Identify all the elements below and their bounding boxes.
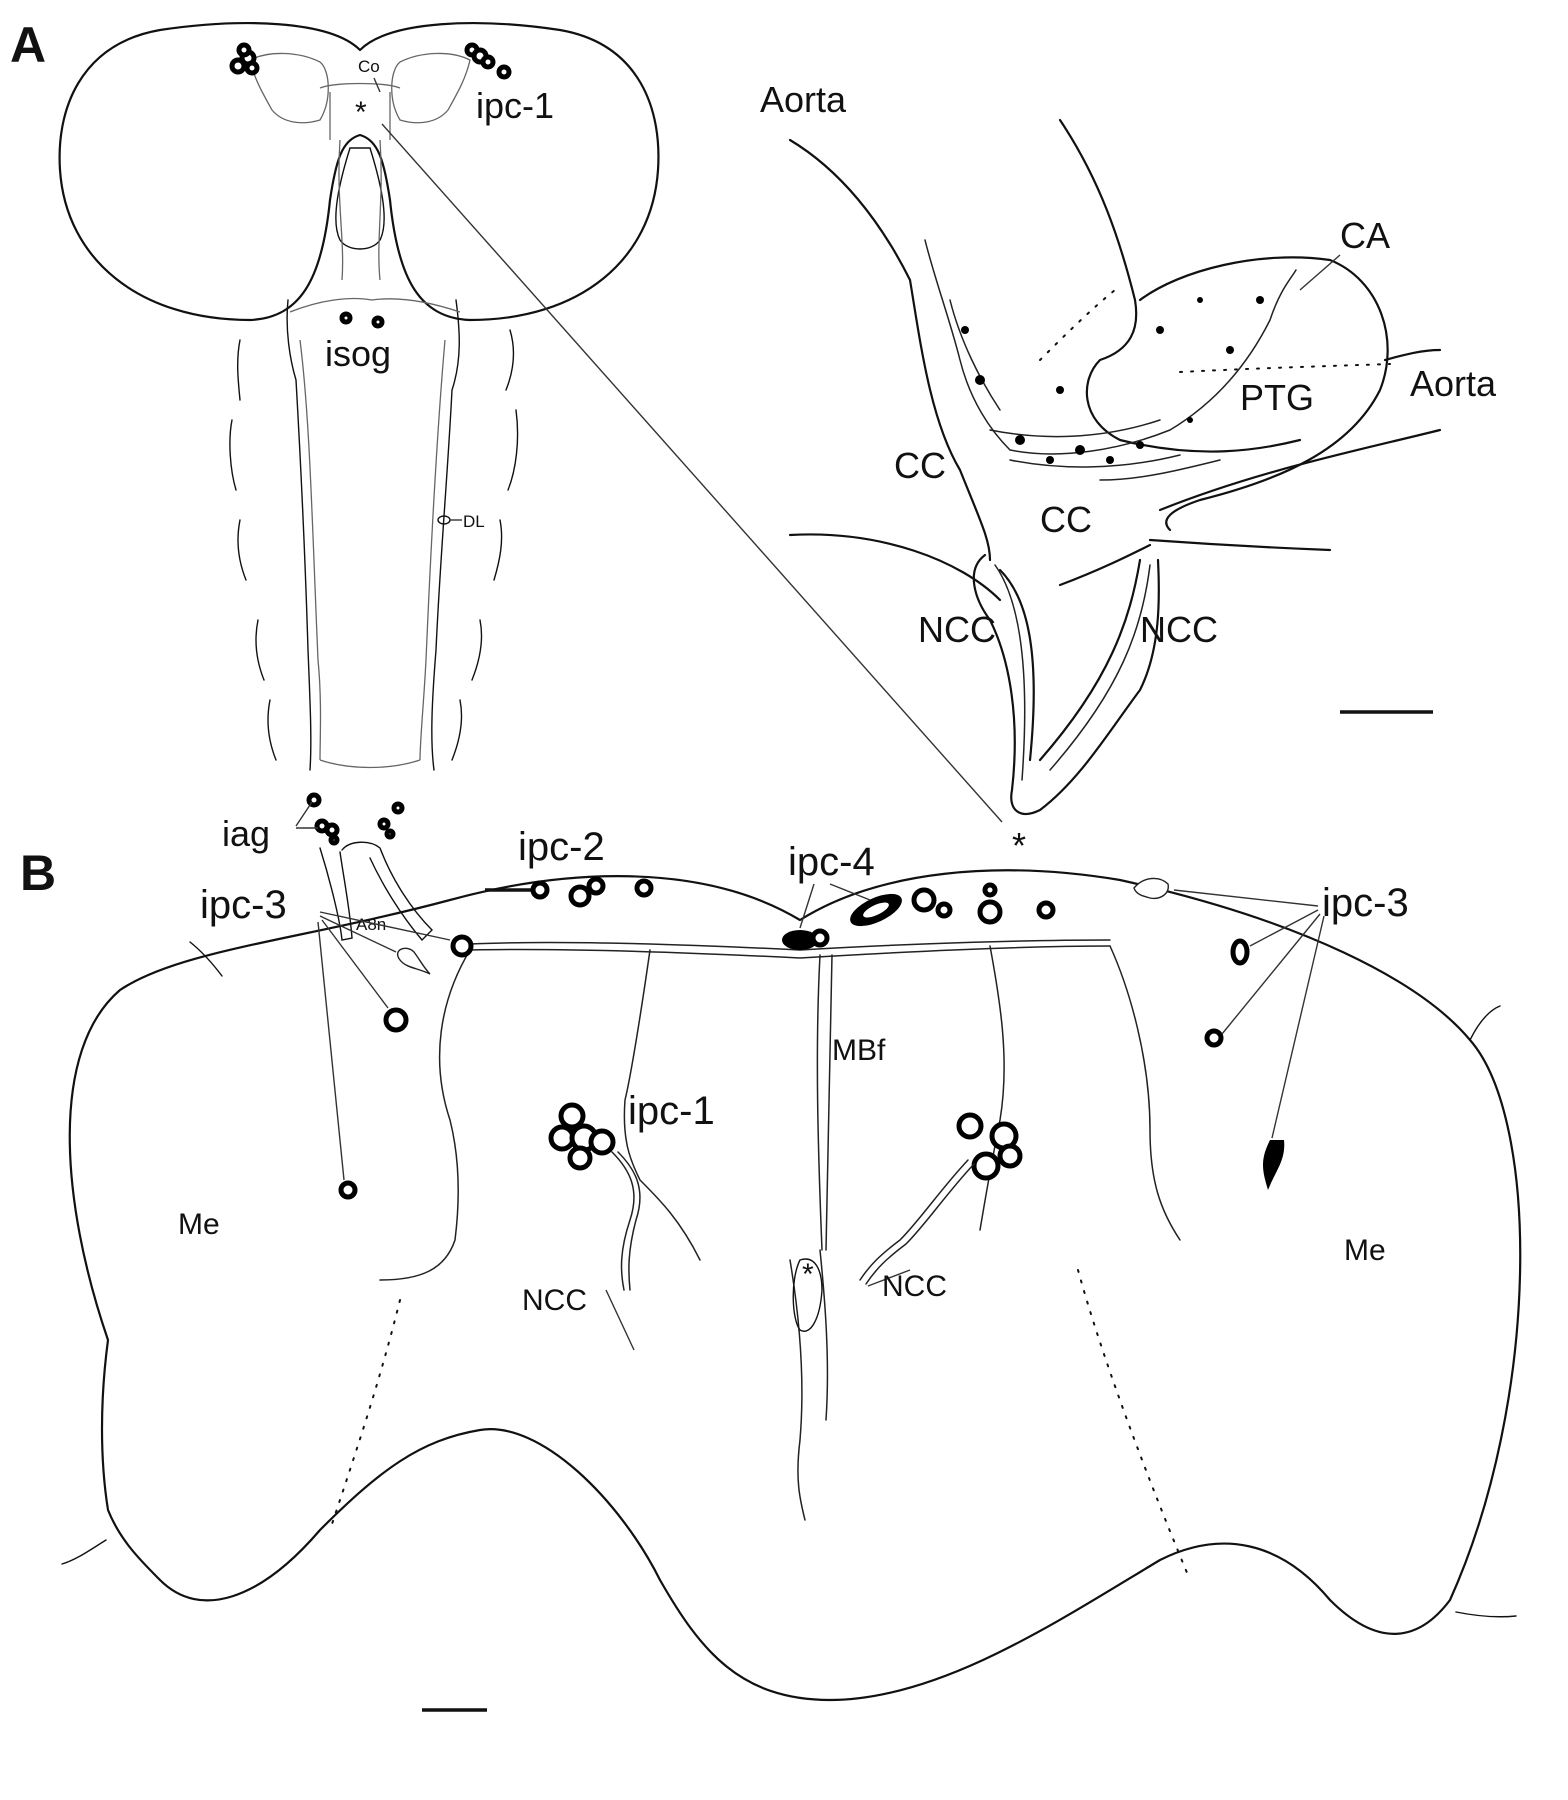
vnc-bottom <box>317 659 427 769</box>
label-iag: iag <box>222 813 270 854</box>
label-ipc1-b: ipc-1 <box>628 1089 715 1133</box>
cc-dense-fibers <box>924 239 1297 481</box>
label-ipc3-left: ipc-3 <box>200 883 287 927</box>
descending-fibers-brain <box>338 139 382 281</box>
vnc-side-marks-left <box>229 339 277 761</box>
leader-iag <box>295 801 318 829</box>
leaders-ipc3-right <box>1173 889 1325 1139</box>
label-me-right: Me <box>1344 1234 1386 1267</box>
connector-line <box>381 123 1003 823</box>
label-asterisk-retro: * <box>1012 825 1026 866</box>
isog-cell-right <box>371 315 385 329</box>
vnc-outline-left <box>286 299 312 771</box>
panel-b: B ipc-2 ipc-4 <box>20 825 1522 1712</box>
vnc-outline-right <box>431 299 460 771</box>
ncc-tract-left-b <box>611 1151 641 1291</box>
brain-outline-b <box>68 869 1522 1702</box>
label-ncc-right-b: NCC <box>882 1270 947 1303</box>
left-descending-fibers <box>379 949 471 1281</box>
label-dl: DL <box>463 512 485 531</box>
pars-intercerebralis-fibers <box>249 52 471 140</box>
label-aorta-top: Aorta <box>760 79 847 120</box>
ipc1-cluster-left <box>229 42 260 76</box>
ipc4-cells <box>782 887 937 950</box>
ipc3-right-cells <box>1133 877 1285 1190</box>
ipc2-cells <box>530 876 654 908</box>
corpus-allatum-outline <box>1138 256 1389 532</box>
label-ncc-left-a: NCC <box>918 609 996 650</box>
leader-ipc4 <box>799 883 871 929</box>
label-ipc1-a: ipc-1 <box>476 85 554 126</box>
label-cc-left: CC <box>894 445 946 486</box>
panel-letter-a: A <box>10 17 46 73</box>
ipc1-cluster-left-b <box>548 1102 616 1171</box>
ncc-cut-marks <box>605 1269 911 1351</box>
ipc3-left-cells <box>338 934 474 1200</box>
right-descending-fibers <box>979 945 1181 1241</box>
ncc-tract-right-b <box>859 1159 975 1285</box>
leaders-ipc3-left <box>317 911 451 1181</box>
ncc-inner-fibers <box>994 564 1151 781</box>
label-a8n: A8n <box>356 915 386 934</box>
leader-co <box>373 77 381 93</box>
iag-cells <box>306 792 405 846</box>
label-asterisk-b: * <box>802 1258 814 1291</box>
mbf-tract <box>816 954 833 1251</box>
vnc-top-fibers <box>289 297 461 661</box>
ipc2-descending <box>623 949 701 1261</box>
ca-dotted-line <box>1039 289 1116 361</box>
medulla-boundary-right <box>1077 1269 1191 1581</box>
label-mbf: MBf <box>832 1034 886 1067</box>
label-ipc4: ipc-4 <box>788 840 875 884</box>
panel-a: A Co ipc-1 * <box>10 17 1497 942</box>
label-isog: isog <box>325 333 391 374</box>
label-ca: CA <box>1340 215 1390 256</box>
ncc-tract <box>972 553 1160 816</box>
label-ncc-right-a: NCC <box>1140 609 1218 650</box>
label-ncc-left-b: NCC <box>522 1284 587 1317</box>
label-ipc2: ipc-2 <box>518 825 605 869</box>
esophageal-foramen <box>335 147 385 250</box>
label-ipc3-right: ipc-3 <box>1322 881 1409 925</box>
label-me-left: Me <box>178 1208 220 1241</box>
label-co: Co <box>358 57 380 76</box>
ipc-medial-cells <box>935 882 1056 925</box>
ipc1-cluster-right-b <box>956 1112 1023 1181</box>
esophagus-b <box>792 1258 823 1332</box>
label-aorta-right: Aorta <box>1410 363 1497 404</box>
panel-letter-b: B <box>20 845 56 901</box>
medulla-boundary-left <box>329 1299 401 1531</box>
label-cc-inner: CC <box>1040 499 1092 540</box>
leader-ca <box>1299 254 1341 291</box>
ptg-dotted-boundary <box>1179 363 1391 373</box>
vnc-side-marks-right <box>451 329 519 761</box>
label-asterisk-brain: * <box>355 96 367 129</box>
central-branching <box>789 1249 829 1521</box>
aorta-outline-top <box>788 118 1302 562</box>
label-ptg: PTG <box>1240 377 1314 418</box>
isog-cell-left <box>339 311 353 325</box>
brain-outline-b-nerves <box>61 941 1517 1618</box>
aorta-outline-right <box>788 348 1442 602</box>
ipc1-cluster-right <box>464 42 512 80</box>
a8n-nerve <box>319 841 433 942</box>
brain-outline <box>58 22 660 322</box>
